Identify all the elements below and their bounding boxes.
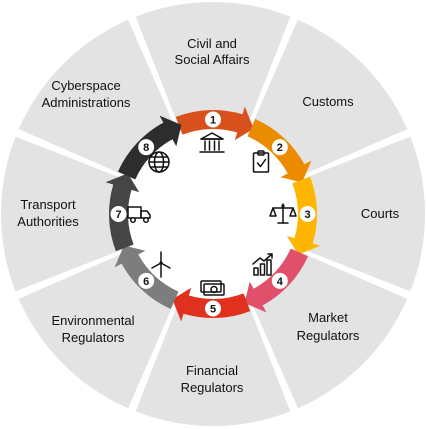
wind-turbine-icon bbox=[151, 251, 171, 278]
outer-sector-market-regulators bbox=[247, 248, 408, 409]
step-number: 4 bbox=[277, 276, 284, 288]
building-icon bbox=[199, 132, 225, 153]
outer-sector-customs bbox=[247, 19, 408, 180]
outer-sector-courts bbox=[293, 136, 425, 292]
step-badge-3: 3 bbox=[299, 206, 316, 222]
label-civil-social-affairs-line1: Civil and bbox=[187, 36, 237, 51]
step-number: 3 bbox=[304, 209, 310, 221]
step-badge-5: 5 bbox=[205, 300, 221, 317]
label-market-regulators-line1: Market bbox=[308, 310, 348, 325]
step-number: 7 bbox=[115, 209, 121, 221]
outer-sector-cyberspace-administrations bbox=[18, 19, 179, 180]
step-badge-circle bbox=[299, 206, 316, 222]
step-badge-8: 8 bbox=[138, 139, 155, 156]
label-environmental-regulators-line1: Environmental bbox=[51, 313, 134, 328]
outer-sector-financial-regulators bbox=[135, 294, 291, 426]
label-market-regulators-line2: Regulators bbox=[297, 328, 360, 343]
money-icon bbox=[200, 280, 225, 296]
label-transport-authorities-line2: Authorities bbox=[17, 214, 79, 229]
scales-icon bbox=[269, 203, 297, 224]
label-customs: Customs bbox=[302, 94, 354, 109]
step-number: 6 bbox=[143, 276, 149, 288]
step-badge-6: 6 bbox=[138, 272, 155, 289]
clipboard-check-icon bbox=[252, 150, 270, 173]
step-badge-1: 1 bbox=[205, 111, 221, 128]
step-badge-circle bbox=[110, 206, 127, 222]
label-cyberspace-administrations-line1: Cyberspace bbox=[51, 78, 120, 93]
step-number: 1 bbox=[210, 115, 216, 127]
step-badge-4: 4 bbox=[271, 272, 288, 289]
step-badge-circle bbox=[271, 139, 288, 156]
step-badge-circle bbox=[138, 139, 155, 156]
label-civil-social-affairs-line2: Social Affairs bbox=[175, 52, 250, 67]
truck-icon bbox=[127, 206, 151, 224]
center-circle bbox=[166, 167, 260, 261]
outer-sector-civil-and-social-affairs bbox=[135, 1, 291, 134]
step-badge-circle bbox=[271, 272, 288, 289]
step-number: 5 bbox=[210, 304, 216, 316]
outer-sector-environmental-regulators bbox=[18, 248, 179, 409]
step-badge-7: 7 bbox=[110, 206, 127, 222]
label-financial-regulators-line1: Financial bbox=[186, 363, 238, 378]
step-badge-circle bbox=[205, 300, 221, 317]
step-badge-circle bbox=[138, 272, 155, 289]
step-badge-2: 2 bbox=[271, 139, 288, 156]
label-cyberspace-administrations-line2: Administrations bbox=[42, 95, 131, 110]
growth-chart-icon bbox=[252, 253, 273, 276]
label-courts: Courts bbox=[361, 206, 400, 221]
globe-icon bbox=[148, 151, 170, 173]
label-transport-authorities-line1: Transport bbox=[20, 197, 76, 212]
label-environmental-regulators-line2: Regulators bbox=[62, 330, 125, 345]
outer-sector-transport-authorities bbox=[0, 136, 133, 292]
label-financial-regulators-line2: Regulators bbox=[181, 380, 244, 395]
step-badge-circle bbox=[205, 111, 221, 128]
step-number: 8 bbox=[143, 142, 149, 154]
step-number: 2 bbox=[277, 142, 283, 154]
